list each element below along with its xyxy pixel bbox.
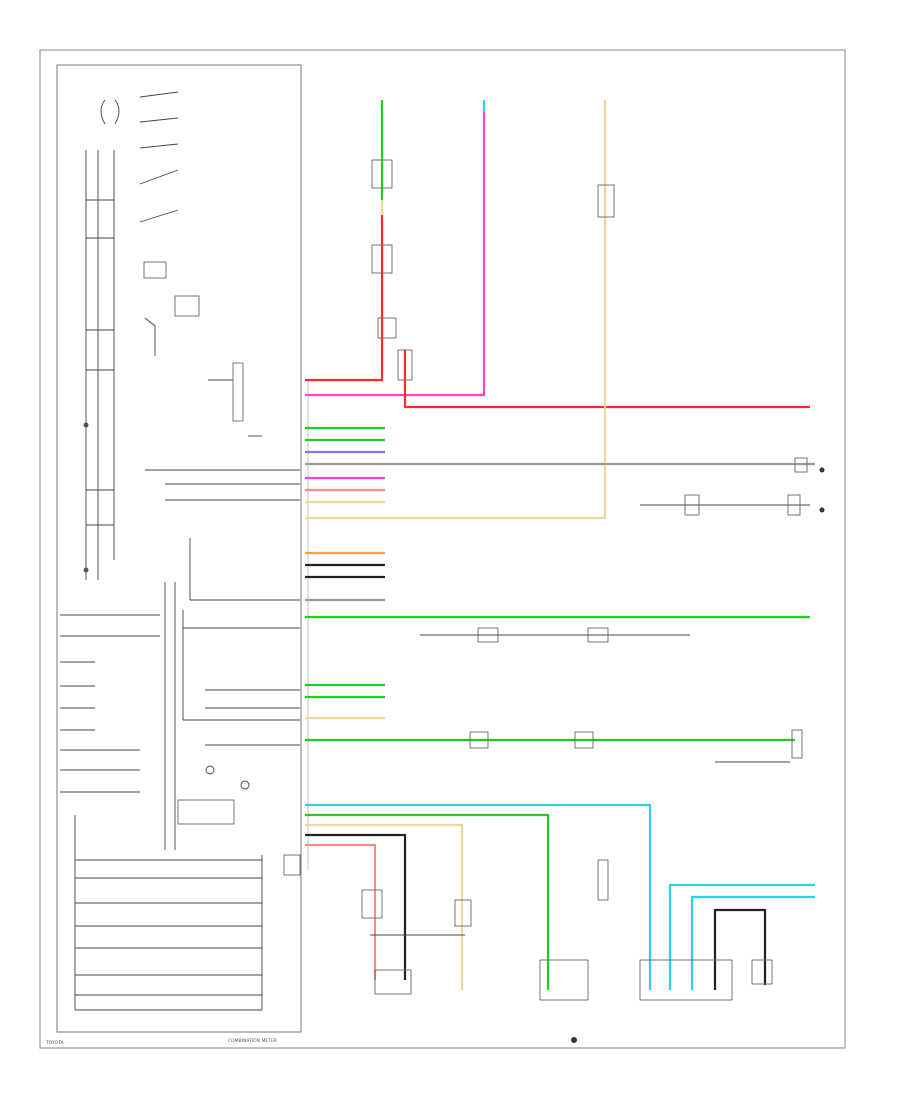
wires-short-group-3 [305,683,385,720]
wire-red-main [403,350,810,409]
meter-title-label: COMBINATION METER [228,1038,277,1044]
wires-short-group-1 [305,426,815,504]
wire-tan-long [305,100,607,520]
black-branches [370,504,810,990]
wires-short-group-2 [305,551,385,602]
combination-meter-box [56,64,302,1033]
meter-ladder [83,150,115,580]
meter-lower-switches [60,614,263,1011]
wire-pink [305,110,486,397]
wire-red-tan-column [305,100,384,382]
meter-indicator-group [100,91,262,437]
inline-components [361,159,825,1043]
footer-code-label: TOYOTA [45,1040,64,1046]
diagram-border [39,49,846,1049]
wires-bottom-bundle [305,803,815,990]
meter-internal-bus [145,469,301,876]
